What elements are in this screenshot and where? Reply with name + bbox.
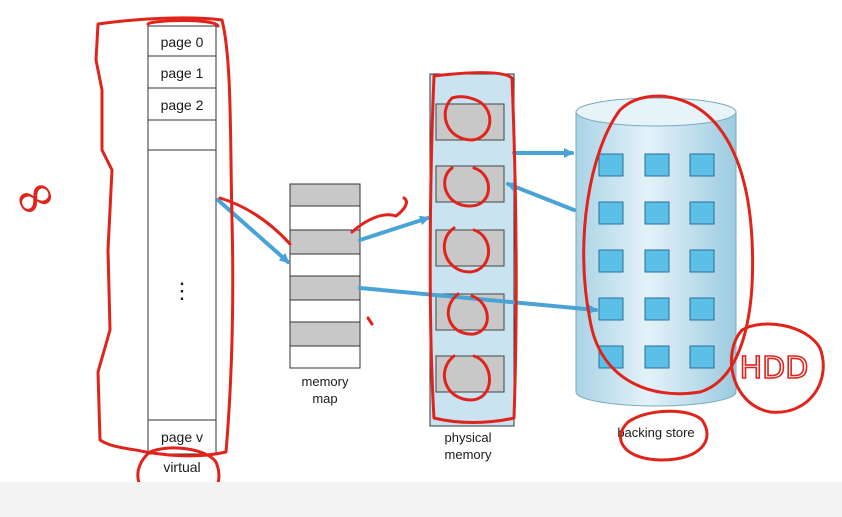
memory-map-cell bbox=[289, 205, 361, 231]
hdd-note-circle bbox=[729, 322, 825, 414]
storage-block bbox=[689, 153, 715, 177]
storage-block bbox=[644, 345, 670, 369]
memory-map: memory map bbox=[289, 183, 361, 406]
memory-map-cell bbox=[289, 253, 361, 277]
memory-map-cell bbox=[289, 183, 361, 207]
memory-map-cell bbox=[289, 299, 361, 323]
memory-map-cell bbox=[289, 321, 361, 347]
page-ellipsis: ⋮ bbox=[171, 278, 193, 303]
virtual-memory-label-line1: virtual bbox=[163, 459, 200, 475]
memory-map-label-line2: map bbox=[312, 391, 337, 406]
storage-block bbox=[689, 249, 715, 273]
memory-map-cell bbox=[289, 275, 361, 301]
physical-frame-cell bbox=[435, 165, 505, 203]
virtual-memory-bracket-stroke bbox=[94, 16, 235, 458]
storage-block bbox=[689, 201, 715, 225]
storage-block bbox=[598, 153, 624, 177]
storage-block bbox=[689, 345, 715, 369]
physical-cell-circle bbox=[443, 166, 490, 208]
virtual-to-map-stroke bbox=[218, 196, 292, 246]
storage-block bbox=[644, 153, 670, 177]
physical-memory-label-line1: physical bbox=[445, 430, 492, 445]
storage-block bbox=[644, 297, 670, 321]
map-tick-stroke bbox=[366, 316, 374, 326]
page-1-label: page 1 bbox=[161, 65, 204, 81]
physical-cell-circle bbox=[446, 292, 489, 336]
map-to-physical-stroke bbox=[350, 196, 408, 234]
virtual-memory-top-stroke bbox=[146, 19, 220, 28]
storage-block bbox=[644, 201, 670, 225]
physical-memory-label-line2: memory bbox=[445, 447, 492, 462]
arrow-virtual-to-map bbox=[216, 198, 290, 264]
virtual-page-cell bbox=[147, 25, 217, 57]
virtual-page-cell bbox=[147, 87, 217, 121]
backing-store-label: backing store bbox=[617, 425, 694, 440]
virtual-page-cell bbox=[147, 119, 217, 151]
hdd-annotation: HDD bbox=[740, 351, 809, 386]
physical-memory-frame-stroke bbox=[428, 71, 518, 424]
physical-cell-circle bbox=[442, 354, 491, 402]
infinity-annotation: ∞ bbox=[1, 161, 67, 234]
backing-store: backing store bbox=[575, 97, 737, 440]
page-2-label: page 2 bbox=[161, 97, 204, 113]
storage-block bbox=[598, 297, 624, 321]
page-0-label: page 0 bbox=[161, 34, 204, 50]
mapping-arrows bbox=[216, 148, 598, 315]
storage-block bbox=[598, 201, 624, 225]
bottom-strip bbox=[0, 482, 842, 517]
arrow-backing-store-to-physical bbox=[506, 182, 576, 212]
memory-map-cell bbox=[289, 229, 361, 255]
storage-blocks bbox=[598, 153, 715, 369]
virtual-memory: page 0 page 1 page 2 ⋮ page v virtual me… bbox=[147, 25, 217, 493]
physical-cell-circle bbox=[443, 95, 492, 142]
memory-map-label-line1: memory bbox=[302, 374, 349, 389]
arrow-map-to-physical bbox=[358, 215, 430, 242]
backing-store-label-circle bbox=[619, 409, 709, 462]
page-v-label: page v bbox=[161, 429, 203, 445]
physical-memory: physical memory bbox=[429, 73, 515, 462]
cylinder-top bbox=[575, 97, 737, 127]
storage-block bbox=[598, 249, 624, 273]
physical-cell-circle bbox=[442, 226, 490, 274]
storage-block bbox=[644, 249, 670, 273]
memory-map-cell bbox=[289, 345, 361, 369]
storage-block bbox=[689, 297, 715, 321]
